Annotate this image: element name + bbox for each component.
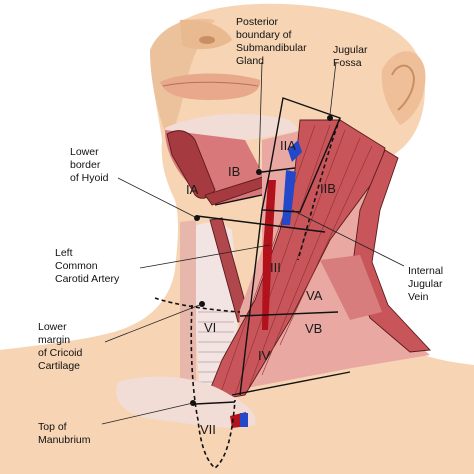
level-VII: VII — [200, 422, 216, 437]
label-internal-jugular: Internal Jugular Vein — [408, 265, 446, 303]
level-VB: VB — [305, 321, 322, 336]
label-top-manubrium: Top of Manubrium — [38, 421, 91, 446]
nostril — [199, 36, 215, 44]
level-IA: IA — [186, 182, 199, 197]
level-VI: VI — [204, 320, 216, 335]
common-carotid-artery — [262, 180, 276, 330]
label-left-common-carotid: Left Common Carotid Artery — [55, 247, 120, 285]
label-lower-border-hyoid: Lower border of Hyoid — [70, 146, 109, 184]
leader-lines — [101, 61, 405, 425]
sternocleidomastoid-muscle — [204, 119, 386, 403]
manubrium-vein — [240, 413, 248, 427]
digastric-muscle — [166, 130, 216, 199]
mouth — [160, 73, 261, 100]
ear — [381, 51, 426, 125]
clavicle — [116, 376, 256, 428]
label-jugular-fossa: Jugular Fossa — [333, 44, 370, 69]
level-IIB: IIB — [320, 181, 336, 196]
nose — [180, 19, 232, 50]
level-boundaries — [194, 97, 351, 405]
label-posterior-boundary: Posterior boundary of Submandibular Glan… — [236, 16, 310, 67]
level-III: III — [270, 260, 281, 275]
ear-fold — [391, 64, 416, 111]
level-VA: VA — [306, 288, 323, 303]
level-IV: IV — [258, 348, 271, 363]
lip-line — [162, 81, 259, 87]
level-IB: IB — [228, 164, 240, 179]
vein-upper — [288, 140, 302, 162]
dashed-boundaries — [154, 117, 341, 470]
scalene-muscle — [320, 255, 382, 320]
level-IIA: IIA — [280, 138, 296, 153]
label-lower-margin-cricoid: Lower margin of Cricoid Cartilage — [38, 321, 85, 372]
strap-muscle-left — [180, 220, 196, 400]
